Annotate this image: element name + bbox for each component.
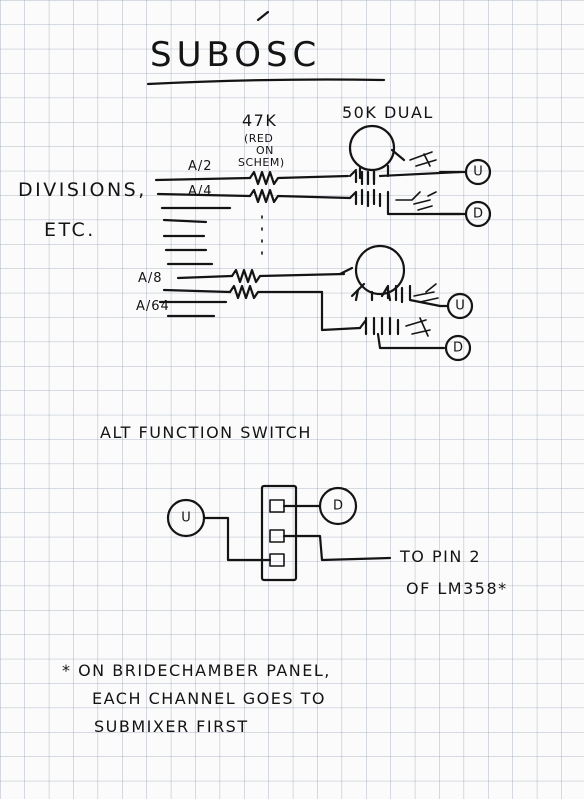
node-d-upper-label: D xyxy=(473,207,483,222)
switch-node-u-label: U xyxy=(181,511,191,526)
resistor-47k-label: 47K xyxy=(242,111,277,130)
input-a4-label: A/4 xyxy=(188,184,213,199)
divisions-label: DIVISIONS, xyxy=(18,179,147,201)
footnote-line-3: SUBMIXER FIRST xyxy=(94,717,249,736)
title-accent-mark xyxy=(256,10,270,22)
dual-pot-lower xyxy=(320,244,446,350)
node-u-lower-label: U xyxy=(455,299,465,314)
resistor-note-line-3: SCHEM) xyxy=(238,156,285,169)
output-node-d-lower: D xyxy=(444,334,472,362)
switch-title: ALT FUNCTION SWITCH xyxy=(100,423,312,442)
output-node-d-upper: D xyxy=(438,200,492,228)
output-node-u-lower: U xyxy=(438,292,474,320)
resistor-note-line-2: ON xyxy=(256,144,274,157)
switch-wiring xyxy=(202,504,392,562)
resistor-note-line-1: (RED xyxy=(244,132,273,145)
title-underline xyxy=(146,78,386,86)
title-group: SUBOSC xyxy=(146,10,386,86)
footnote-line-1: * ON BRIDECHAMBER PANEL, xyxy=(62,661,331,680)
switch-node-d-label: D xyxy=(333,499,343,514)
etc-label: ETC. xyxy=(44,219,96,241)
input-lines xyxy=(154,176,252,318)
resistor-47k-a4 xyxy=(248,188,352,204)
dual-pot-label: 50K DUAL xyxy=(342,103,434,122)
resistor-47k-a64 xyxy=(228,284,324,300)
switch-output-line-1: TO PIN 2 xyxy=(399,547,481,566)
page-title: SUBOSC xyxy=(150,35,321,75)
footnote-line-2: EACH CHANNEL GOES TO xyxy=(92,689,326,708)
alt-function-switch xyxy=(260,484,298,582)
resistor-47k-a8 xyxy=(230,268,346,284)
output-node-u-upper: U xyxy=(438,158,492,186)
node-d-lower-label: D xyxy=(453,341,463,356)
resistor-47k-a2 xyxy=(248,170,350,186)
input-a2-label: A/2 xyxy=(188,159,213,174)
switch-output-line-2: OF LM358* xyxy=(406,579,508,598)
input-a8-label: A/8 xyxy=(138,271,163,286)
node-u-upper-label: U xyxy=(473,165,483,180)
dual-pot-upper xyxy=(348,124,462,216)
